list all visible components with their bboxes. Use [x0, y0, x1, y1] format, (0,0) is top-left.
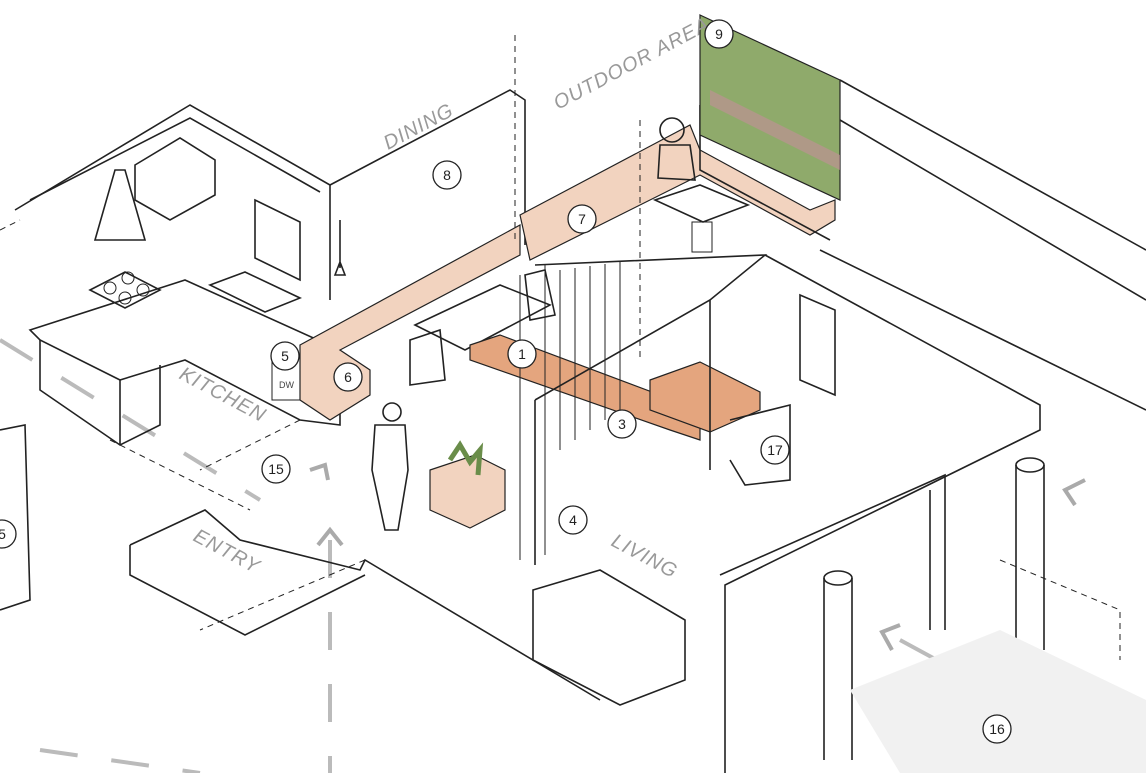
dining-table: [333, 117, 751, 386]
room-label-kitchen: KITCHEN: [176, 363, 270, 427]
room-label-dining: DINING: [380, 99, 457, 154]
room-label-entry: ENTRY: [190, 525, 265, 579]
dishwasher-label: DW: [279, 380, 294, 390]
svg-text:15: 15: [268, 461, 284, 477]
callout-16: 16: [982, 714, 1012, 744]
callout-9: 9: [704, 19, 734, 49]
svg-text:17: 17: [767, 442, 783, 458]
callout-17: 17: [760, 435, 790, 465]
person-figure: [371, 402, 409, 531]
planter: [429, 440, 506, 529]
room-label-living: LIVING: [608, 530, 682, 583]
svg-text:16: 16: [989, 721, 1005, 737]
callout-1: 1: [507, 339, 537, 369]
living-walls: [532, 249, 1146, 773]
stair: [469, 254, 791, 565]
svg-text:6: 6: [344, 369, 352, 385]
green-wall: [699, 14, 1146, 301]
callout-3: 3: [607, 409, 637, 439]
kitchen-walls: [14, 89, 526, 446]
svg-text:5: 5: [281, 348, 289, 364]
svg-text:8: 8: [443, 167, 451, 183]
svg-text:4: 4: [569, 512, 577, 528]
callout-8: 8: [432, 160, 462, 190]
svg-text:1: 1: [518, 346, 526, 362]
svg-text:5: 5: [0, 526, 6, 542]
svg-text:7: 7: [578, 211, 586, 227]
callout-15: 15: [261, 454, 291, 484]
svg-text:9: 9: [715, 26, 723, 42]
direction-arrows: [309, 462, 1086, 651]
callout-5: 5: [270, 341, 300, 371]
room-label-outdoor-area: OUTDOOR AREA: [550, 14, 714, 115]
svg-text:3: 3: [618, 416, 626, 432]
callout-7: 7: [567, 204, 597, 234]
callout-5-partial: 5: [0, 519, 17, 549]
entry-floor: [0, 35, 1121, 701]
callout-6: 6: [333, 362, 363, 392]
callout-4: 4: [558, 505, 588, 535]
